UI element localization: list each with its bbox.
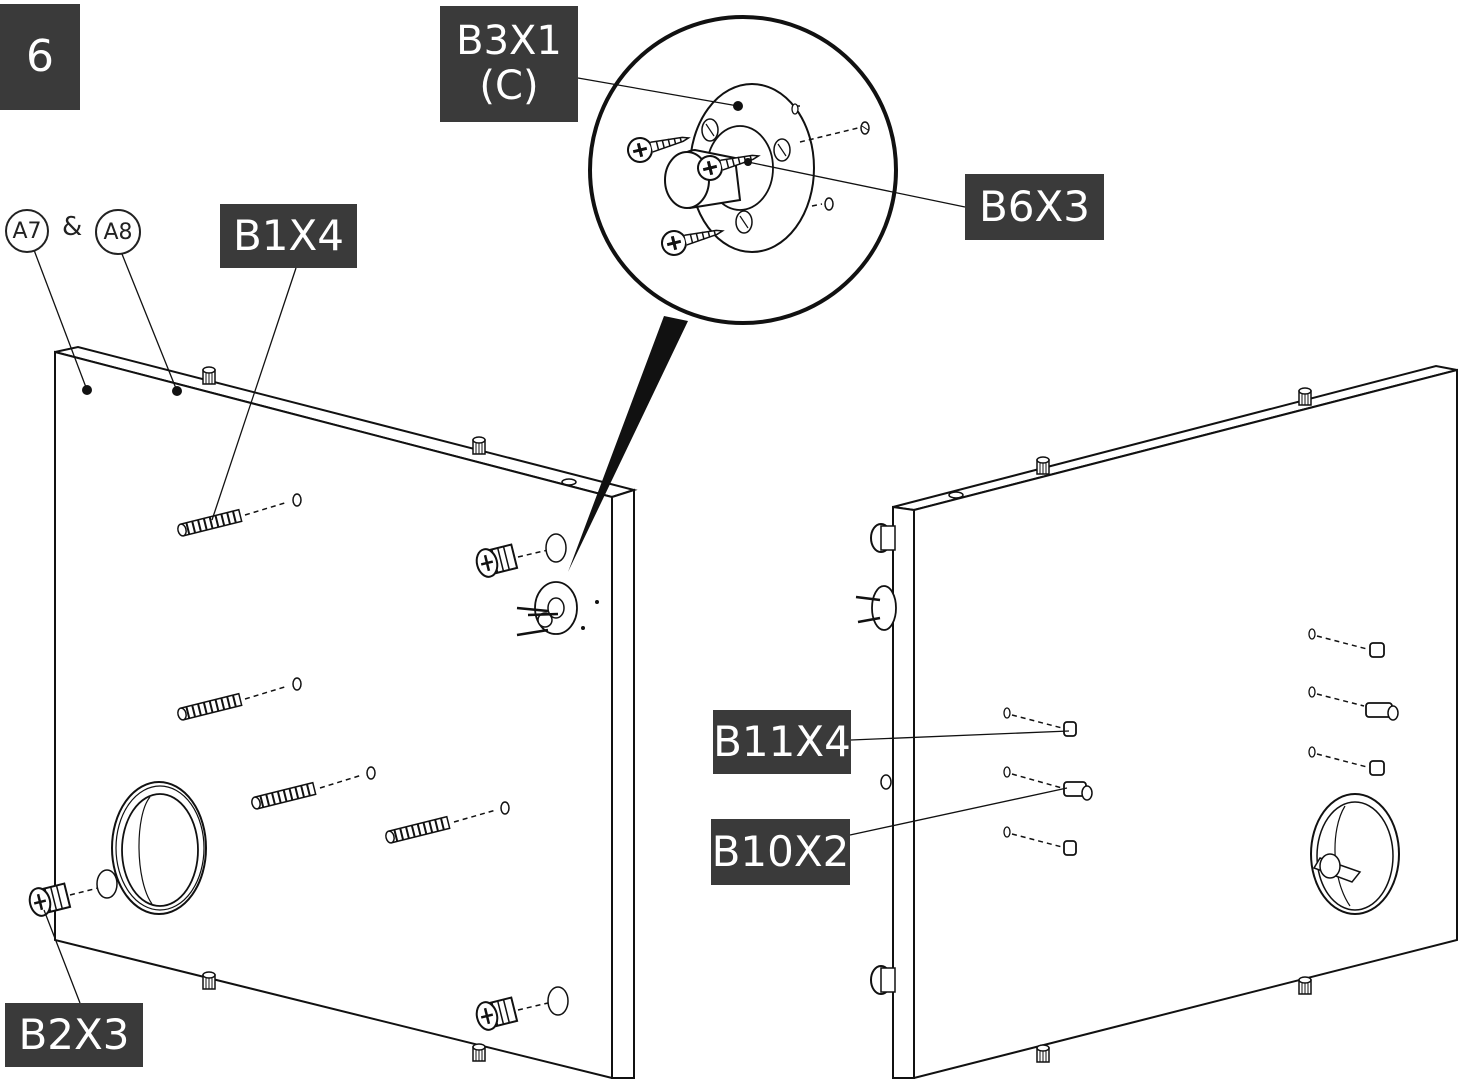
right-panel bbox=[855, 364, 1458, 1079]
part-ref-a8: A8 bbox=[95, 209, 141, 255]
callout-b6: B6X3 bbox=[965, 174, 1104, 240]
callout-b1: B1X4 bbox=[220, 204, 357, 268]
callout-b10: B10X2 bbox=[711, 819, 850, 885]
step-number-badge: 6 bbox=[0, 4, 80, 110]
left-panel bbox=[25, 345, 638, 1079]
callout-b3: B3X1 (C) bbox=[440, 6, 578, 122]
part-ref-joiner: & bbox=[62, 212, 83, 242]
callout-b3-line2: (C) bbox=[479, 63, 539, 109]
zoom-detail-circle bbox=[588, 15, 898, 325]
callout-b2: B2X3 bbox=[5, 1003, 143, 1067]
leader-lines bbox=[33, 77, 1070, 1004]
callout-b11: B11X4 bbox=[713, 710, 851, 774]
callout-b3-line1: B3X1 bbox=[456, 18, 562, 65]
part-ref-a7: A7 bbox=[5, 209, 49, 253]
